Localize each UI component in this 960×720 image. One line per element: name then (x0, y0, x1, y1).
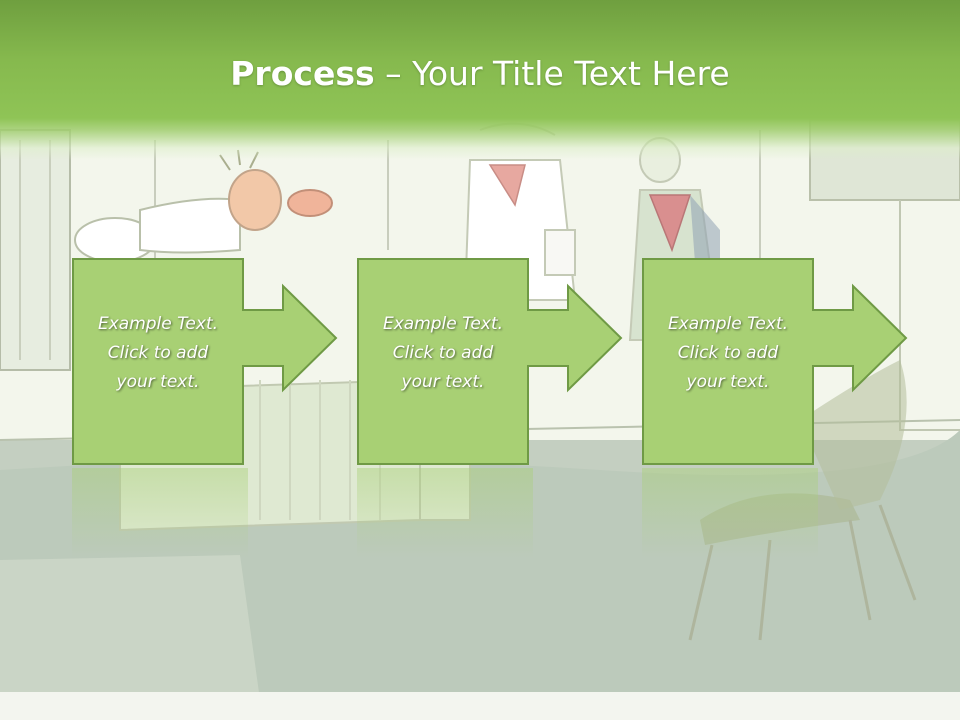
step-3-line-3: your text. (686, 372, 770, 392)
step-3-text[interactable]: Example Text. Click to add your text. (646, 310, 810, 397)
step-3-line-1: Example Text. (667, 314, 789, 334)
step-1-line-3: your text. (116, 372, 200, 392)
process-step-2[interactable]: Example Text. Click to add your text. (357, 258, 631, 466)
step-2-text[interactable]: Example Text. Click to add your text. (361, 310, 525, 397)
step-2-line-2: Click to add (392, 343, 494, 363)
step-1-line-1: Example Text. (97, 314, 219, 334)
title-banner: Process – Your Title Text Here (0, 0, 960, 160)
arrow-callout-shape (357, 258, 623, 465)
slide-title[interactable]: Process – Your Title Text Here (0, 54, 960, 94)
arrow-callout-shape (642, 258, 908, 465)
step-2-line-3: your text. (401, 372, 485, 392)
slide-title-bold: Process (230, 54, 375, 93)
slide-title-rest: – Your Title Text Here (374, 54, 730, 93)
step-2-line-1: Example Text. (382, 314, 504, 334)
arrow-callout-shape (72, 258, 338, 465)
slide-footer-strip (0, 692, 960, 720)
process-step-1[interactable]: Example Text. Click to add your text. (72, 258, 346, 466)
step-1-line-2: Click to add (107, 343, 209, 363)
step-3-line-2: Click to add (677, 343, 779, 363)
process-step-3[interactable]: Example Text. Click to add your text. (642, 258, 916, 466)
step-1-text[interactable]: Example Text. Click to add your text. (76, 310, 240, 397)
